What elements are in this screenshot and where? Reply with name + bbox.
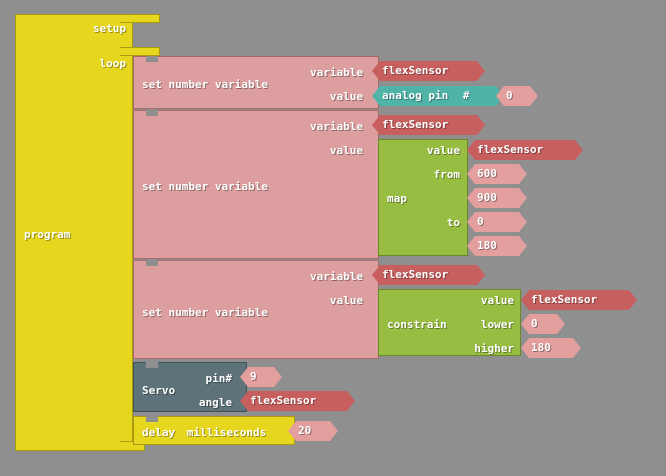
loop-bottom-arm	[120, 441, 145, 451]
set-variable-block-1[interactable]	[133, 56, 379, 109]
constrain-lower-chip[interactable]: 0	[521, 314, 565, 334]
delay-block[interactable]	[133, 416, 295, 445]
set-variable-label-3: set number variable	[142, 306, 268, 319]
servo-angle-label: angle	[198, 396, 232, 409]
delay-label: delay milliseconds	[142, 426, 266, 440]
servo-block[interactable]	[133, 362, 247, 412]
variable-chip-3[interactable]: flexSensor	[372, 265, 485, 285]
map-to-low[interactable]: 0	[467, 212, 527, 232]
map-value-chip[interactable]: flexSensor	[467, 140, 583, 160]
set-variable-block-2[interactable]	[133, 110, 379, 259]
delay-value-chip[interactable]: 20	[288, 421, 338, 441]
setup-label: setup	[92, 22, 126, 35]
value-label-3: value	[329, 294, 363, 307]
map-value-label: value	[426, 144, 460, 157]
servo-pin-chip[interactable]: 9	[240, 367, 282, 387]
delay-word: delay	[142, 426, 176, 439]
map-to-label: to	[446, 216, 460, 229]
constrain-lower-label: lower	[480, 318, 514, 331]
map-from-low[interactable]: 600	[467, 164, 527, 184]
connector-notch	[146, 362, 158, 368]
loop-label: loop	[99, 57, 127, 70]
variable-chip-2[interactable]: flexSensor	[372, 115, 485, 135]
analog-pin-label: analog pin	[382, 89, 449, 102]
variable-label-3: variable	[310, 270, 363, 283]
variable-chip-1[interactable]: flexSensor	[372, 61, 485, 81]
map-from-high[interactable]: 900	[467, 188, 527, 208]
analog-pin-block[interactable]: analog pin #	[372, 86, 504, 106]
program-block[interactable]	[15, 14, 133, 451]
variable-label-1: variable	[310, 66, 363, 79]
servo-label: Servo	[142, 384, 176, 397]
set-variable-block-3[interactable]	[133, 260, 379, 359]
servo-pin-label: pin#	[205, 372, 233, 385]
constrain-higher-label: higher	[474, 342, 514, 355]
map-to-high[interactable]: 180	[467, 236, 527, 256]
connector-notch	[146, 56, 158, 62]
servo-angle-chip[interactable]: flexSensor	[240, 391, 355, 411]
constrain-block[interactable]	[378, 289, 521, 356]
value-label-1: value	[329, 90, 363, 103]
set-variable-label-2: set number variable	[142, 180, 268, 193]
connector-notch	[146, 260, 158, 266]
constrain-label: constrain	[387, 318, 447, 331]
value-label-2: value	[329, 144, 363, 157]
setup-arm	[120, 14, 160, 23]
constrain-higher-chip[interactable]: 180	[521, 338, 581, 358]
setup-bottom-arm	[120, 47, 160, 56]
map-from-label: from	[433, 168, 461, 181]
program-label: program	[24, 228, 71, 241]
variable-label-2: variable	[310, 120, 363, 133]
map-label: map	[387, 192, 407, 205]
constrain-value-chip[interactable]: flexSensor	[521, 290, 637, 310]
set-variable-label-1: set number variable	[142, 78, 268, 91]
analog-pin-number[interactable]: 0	[496, 86, 538, 106]
connector-notch	[146, 416, 158, 422]
analog-pin-hash: #	[462, 89, 470, 102]
connector-notch	[146, 110, 158, 116]
constrain-value-label: value	[480, 294, 514, 307]
delay-ms-label: milliseconds	[186, 426, 267, 439]
map-block[interactable]	[378, 139, 468, 256]
